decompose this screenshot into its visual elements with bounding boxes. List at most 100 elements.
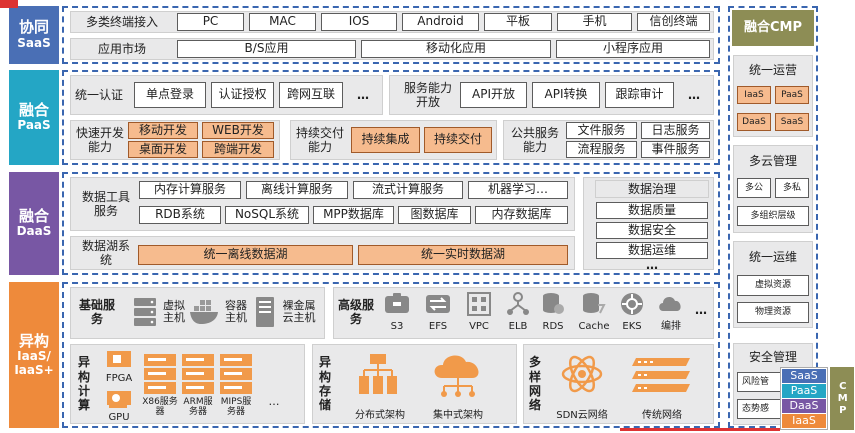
compute-gpu: GPU <box>108 412 130 423</box>
adv-eks: EKS <box>622 321 642 332</box>
cmp-multi-org: 多组织层级 <box>737 206 809 226</box>
dev-desktop: 桌面开发 <box>128 141 198 158</box>
svc-audit: 跟踪审计 <box>605 82 674 108</box>
basic-label: 基础服务 <box>78 297 115 326</box>
lake-realtime: 统一实时数据湖 <box>358 245 568 265</box>
gov-title: 数据治理 <box>595 180 709 198</box>
compute-label: 异构计算 <box>77 355 90 413</box>
tool-nosql: NoSQL系统 <box>225 206 309 224</box>
terminal-tablet: 平板 <box>484 13 552 31</box>
svc-more: … <box>688 87 700 102</box>
terminals-label: 多类终端接入 <box>85 14 158 29</box>
docker-icon <box>190 300 218 324</box>
baremetal-icon <box>256 297 274 327</box>
adv-vpc: VPC <box>469 321 489 332</box>
red-corner-mark <box>0 0 18 8</box>
legend-iaas: IaaS <box>782 414 826 428</box>
pub-log: 日志服务 <box>641 122 710 139</box>
adv-orchestration: 编排 <box>661 321 681 332</box>
distributed-storage-icon <box>359 354 397 394</box>
legend-cmp-text: CMP <box>837 380 849 417</box>
gov-security: 数据安全 <box>596 222 708 239</box>
adv-label: 高级服务 <box>338 297 375 326</box>
traditional-network-icon <box>632 358 690 392</box>
adv-cache: Cache <box>578 321 610 332</box>
cmp-sec-title: 安全管理 <box>748 349 797 364</box>
tool-ml: 机器学习… <box>468 181 568 199</box>
adv-more: … <box>695 302 707 317</box>
cmp-multi-private: 多私 <box>775 178 809 198</box>
svc-label: 服务能力开放 <box>403 80 452 109</box>
cmp-om-physical: 物理资源 <box>737 302 809 323</box>
lake-label: 数据湖系统 <box>81 238 130 267</box>
terminal-xinchuang: 信创终端 <box>637 13 710 31</box>
gpu-icon <box>107 391 131 408</box>
tool-offline-compute: 离线计算服务 <box>246 181 348 199</box>
elb-icon <box>507 292 529 315</box>
tool-stream-compute: 流式计算服务 <box>353 181 463 199</box>
terminal-ios: IOS <box>321 13 397 31</box>
network-sdn: SDN云网络 <box>556 410 608 421</box>
basic-baremetal: 裸金属云主机 <box>282 299 316 325</box>
gov-ops: 数据运维 <box>596 242 708 259</box>
tool-memory-compute: 内存计算服务 <box>139 181 241 199</box>
server-mips: MIPS服务器 <box>220 397 252 417</box>
server-more: … <box>268 395 280 408</box>
auth-sso: 单点登录 <box>134 82 206 108</box>
cmp-ops-title: 统一运营 <box>748 62 797 77</box>
cmp-ops-paas: PaaS <box>775 86 809 104</box>
adv-rds: RDS <box>542 321 564 332</box>
dev-crossplatform: 跨端开发 <box>202 141 274 158</box>
tool-memory-db: 内存数据库 <box>475 206 568 224</box>
s3-icon <box>385 293 409 313</box>
orchestration-icon <box>659 297 681 311</box>
server-icon <box>134 298 156 326</box>
dev-label: 快速开发能力 <box>75 125 124 154</box>
tool-rdb: RDB系统 <box>139 206 221 224</box>
legend-saas: SaaS <box>782 369 826 383</box>
pub-label: 公共服务能力 <box>510 125 559 154</box>
dev-web: WEB开发 <box>202 122 274 139</box>
cmp-ops-saas: SaaS <box>775 113 809 131</box>
server-arm: ARM服务器 <box>183 397 213 417</box>
app-miniprogram: 小程序应用 <box>556 40 710 58</box>
tool-mpp: MPP数据库 <box>313 206 394 224</box>
terminal-phone: 手机 <box>557 13 632 31</box>
storage-label: 异构存储 <box>318 355 331 413</box>
terminal-mac: MAC <box>249 13 316 31</box>
legend-paas: PaaS <box>782 384 826 398</box>
centralized-storage-icon <box>434 355 479 397</box>
legend-cmp: CMP <box>830 367 854 430</box>
red-bottom-line <box>620 428 780 431</box>
gov-more: … <box>646 257 658 272</box>
storage-distributed: 分布式架构 <box>355 410 405 421</box>
cd-integration: 持续集成 <box>351 127 420 153</box>
cmp-om-title: 统一运维 <box>748 249 797 264</box>
vpc-icon <box>467 292 491 316</box>
tools-label: 数据工具服务 <box>81 189 130 218</box>
pub-file: 文件服务 <box>566 122 637 139</box>
network-traditional: 传统网络 <box>642 410 682 421</box>
pub-event: 事件服务 <box>641 141 710 158</box>
eks-icon <box>621 293 643 315</box>
cmp-om-virtual: 虚拟资源 <box>737 275 809 296</box>
efs-icon <box>426 295 450 313</box>
basic-container: 容器主机 <box>225 299 247 325</box>
tool-graph: 图数据库 <box>398 206 471 224</box>
svc-api-convert: API转换 <box>532 82 600 108</box>
storage-centralized: 集中式架构 <box>433 410 483 421</box>
svc-api-open: API开放 <box>460 82 527 108</box>
auth-more: … <box>357 87 369 102</box>
auth-authorization: 认证授权 <box>211 82 274 108</box>
cmp-ops-iaas: IaaS <box>737 86 771 104</box>
pub-process: 流程服务 <box>566 141 637 158</box>
terminal-android: Android <box>402 13 479 31</box>
cd-delivery: 持续交付 <box>424 127 492 153</box>
server-rack-icon <box>144 354 252 394</box>
dev-mobile: 移动开发 <box>128 122 198 139</box>
fpga-icon <box>107 351 131 367</box>
sdn-network-icon <box>561 355 603 393</box>
